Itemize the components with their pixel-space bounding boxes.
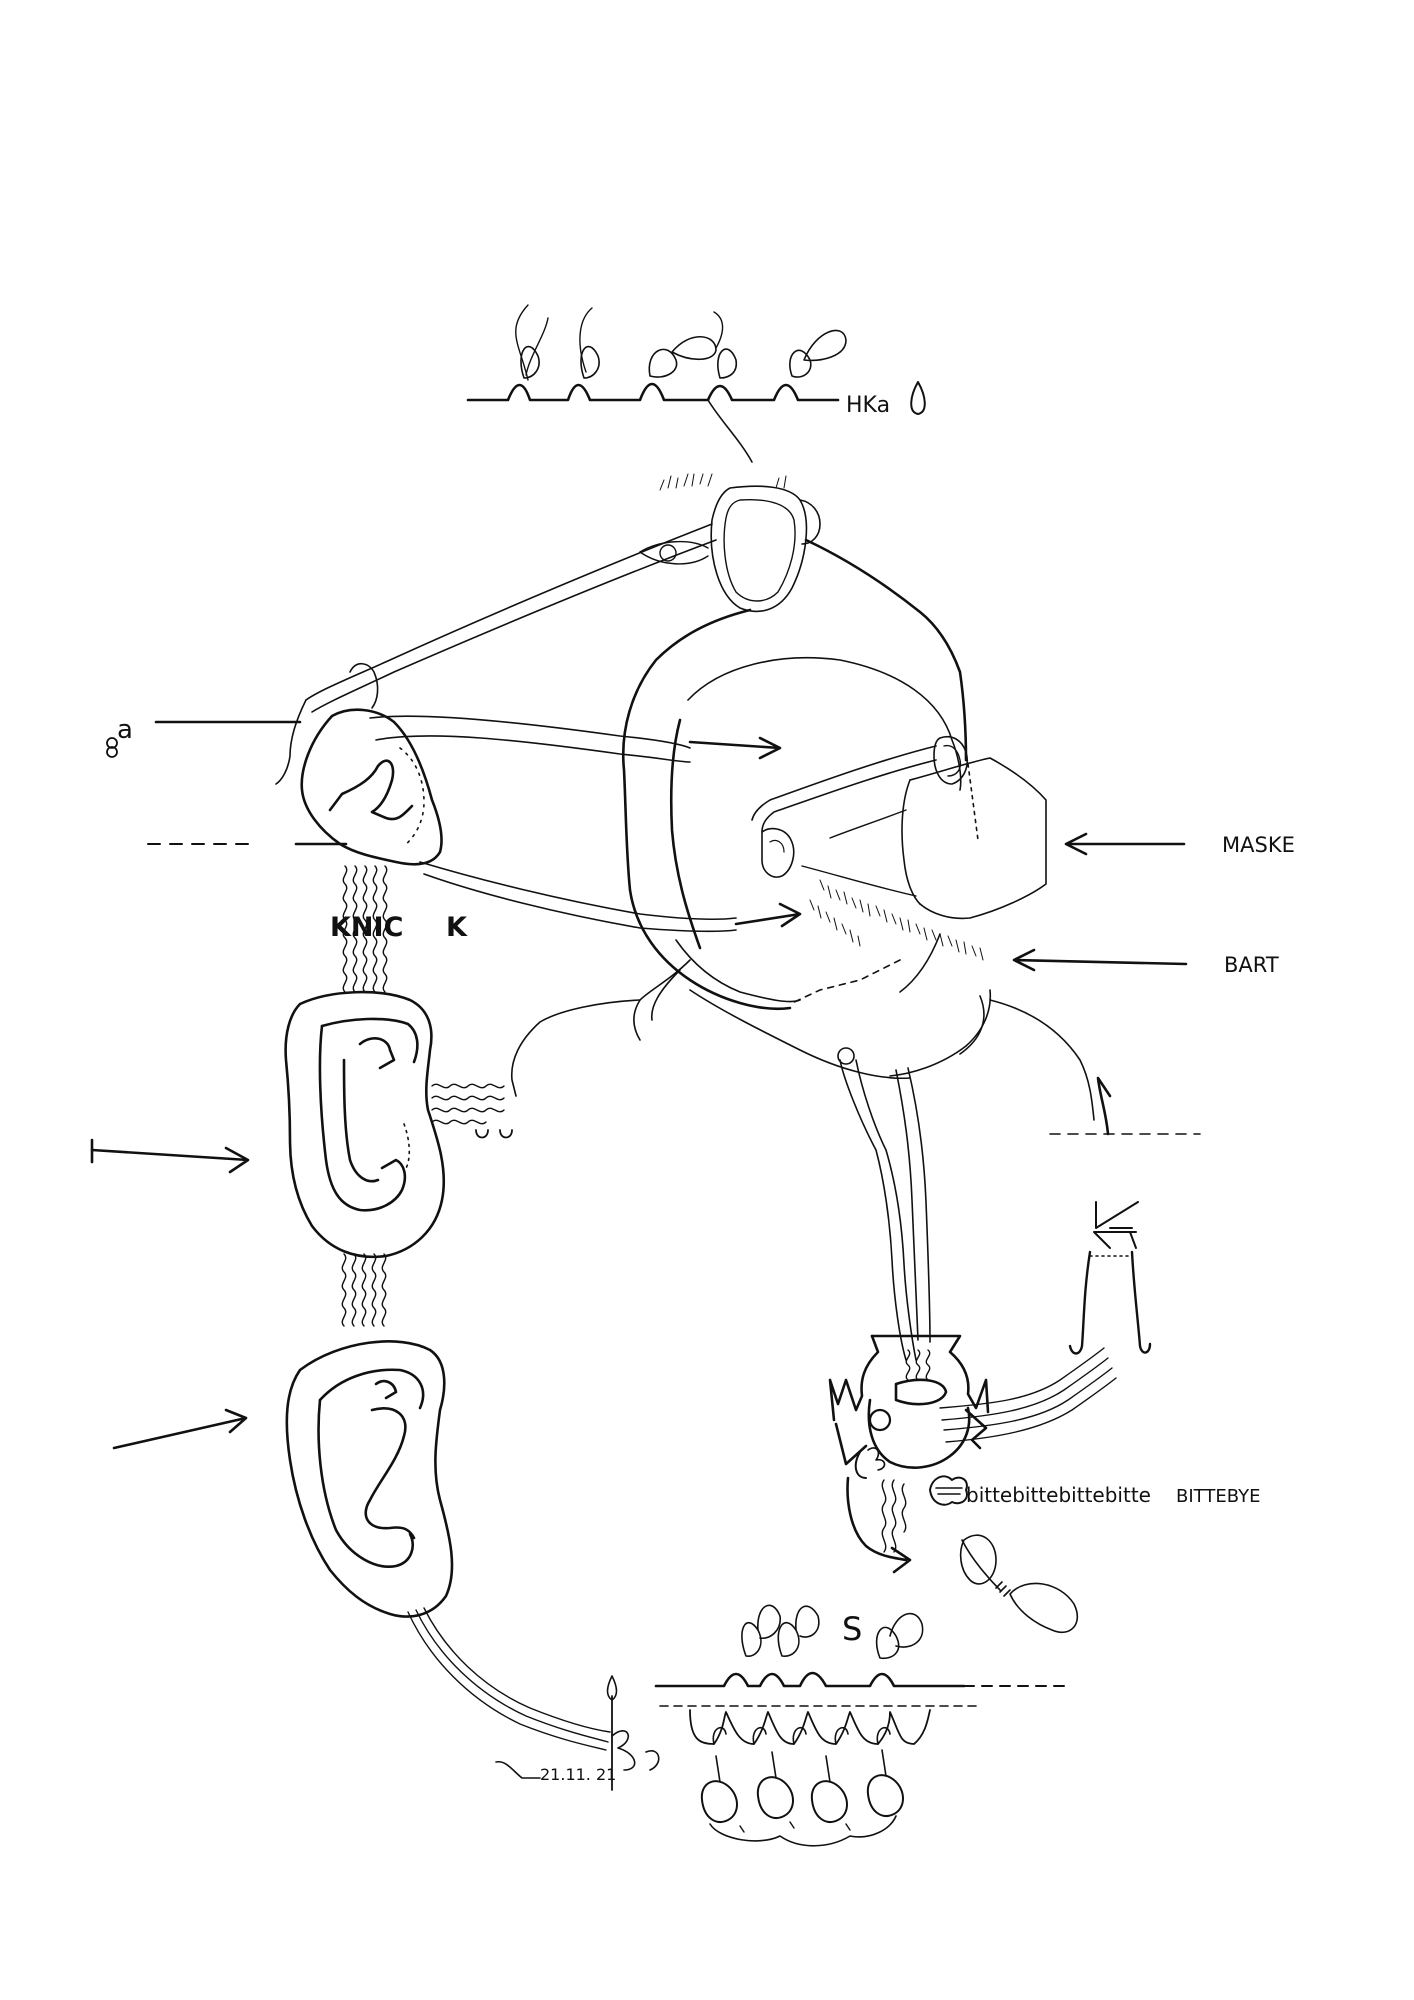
big-glasses <box>275 399 821 785</box>
small-flower-icon <box>959 1534 1079 1633</box>
left-middle-ear <box>90 990 513 1327</box>
pendant: bittebittebittebitte BITTEBYE <box>828 1334 1260 1574</box>
maske-label: MASKE <box>1222 833 1295 857</box>
a-mark-label: a <box>117 715 133 745</box>
hood-outline <box>622 538 968 1011</box>
drop-icon <box>910 381 926 415</box>
bittebye-label: BITTEBYE <box>1176 1486 1260 1507</box>
hka-label: HKa <box>846 393 890 418</box>
right-labels: MASKE BART <box>1012 832 1295 977</box>
bow-knot-icon <box>606 1675 660 1791</box>
k-label: K <box>446 912 468 943</box>
knic-label: KNIC <box>330 912 403 943</box>
masked-face <box>751 736 1047 1005</box>
date-label: 21.11. 21 <box>540 1765 616 1784</box>
bart-label: BART <box>1224 953 1279 977</box>
right-mid-symbol <box>1068 1201 1152 1355</box>
s-label: S <box>842 1610 862 1648</box>
hoodie <box>510 959 1201 1361</box>
left-lower-ear: 21.11. 21 <box>112 1340 660 1791</box>
top-sprout-bar: HKa <box>466 304 926 418</box>
infinity-icon <box>106 737 118 758</box>
bitte-label: bittebittebittebitte <box>966 1483 1151 1507</box>
left-upper-ear: a KNIC K <box>106 662 802 993</box>
bottom-sprout-bar: S <box>654 1604 1069 1847</box>
